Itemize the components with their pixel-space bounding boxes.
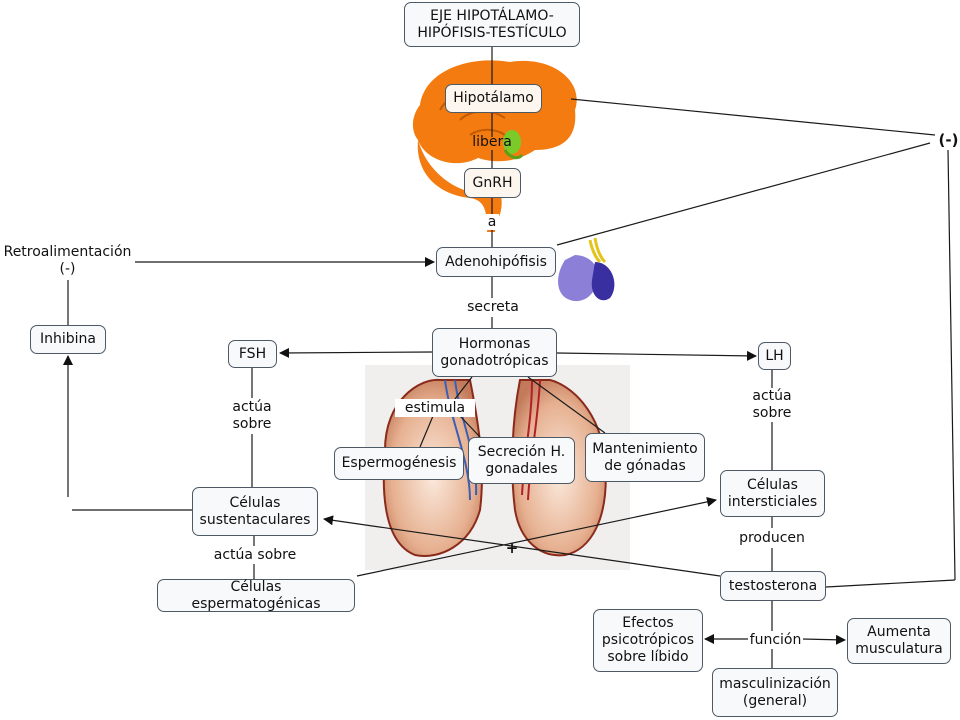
inhibin-node[interactable]: Inhibina bbox=[30, 325, 106, 354]
releases-label: libera bbox=[472, 133, 512, 150]
to-label: a bbox=[485, 214, 499, 230]
title-box: EJE HIPOTÁLAMO- HIPÓFISIS-TESTÍCULO bbox=[404, 2, 580, 47]
gonadotropic-hormones-node[interactable]: Hormonas gonadotrópicas bbox=[432, 328, 557, 377]
acts-on-label: actúa sobre bbox=[210, 546, 300, 564]
sustentacular-cells-node[interactable]: Células sustentaculares bbox=[192, 487, 318, 536]
negative-feedback-label: (-) bbox=[938, 130, 959, 149]
interstitial-cells-node[interactable]: Células intersticiales bbox=[720, 470, 825, 517]
hypothalamus-node[interactable]: Hipotálamo bbox=[445, 84, 542, 113]
testosterone-node[interactable]: testosterona bbox=[720, 571, 826, 601]
pituitary-illustration bbox=[558, 237, 615, 302]
gonad-maintenance-node[interactable]: Mantenimiento de gónadas bbox=[585, 433, 705, 482]
lh-acts-on-label: actúa sobre bbox=[752, 388, 792, 421]
gnrh-node[interactable]: GnRH bbox=[464, 168, 521, 198]
fsh-node[interactable]: FSH bbox=[228, 340, 277, 368]
spermogenesis-node[interactable]: Espermogénesis bbox=[334, 447, 464, 480]
psychotropic-effects-node[interactable]: Efectos psicotrópicos sobre líbido bbox=[593, 609, 703, 672]
stimulates-label: estimula bbox=[395, 399, 475, 417]
gonadal-hormone-secretion-node[interactable]: Secreción H. gonadales bbox=[468, 437, 575, 484]
secretes-label: secreta bbox=[466, 298, 520, 317]
muscle-increase-node[interactable]: Aumenta musculatura bbox=[847, 618, 951, 664]
function-label: función bbox=[748, 631, 803, 649]
fsh-acts-on-label: actúa sobre bbox=[232, 399, 272, 432]
feedback-label: Retroalimentación (-) bbox=[3, 244, 132, 277]
connector-lines bbox=[63, 47, 956, 668]
adenohypophysis-node[interactable]: Adenohipófisis bbox=[436, 247, 556, 277]
plus-junction-label: + bbox=[505, 538, 519, 557]
spermatogenic-cells-node[interactable]: Células espermatogénicas bbox=[157, 579, 355, 612]
masculinization-node[interactable]: masculinización (general) bbox=[712, 668, 838, 717]
produce-label: producen bbox=[737, 529, 807, 548]
lh-node[interactable]: LH bbox=[758, 342, 791, 370]
